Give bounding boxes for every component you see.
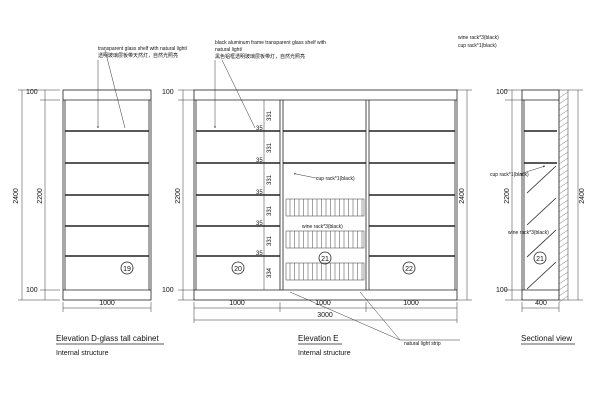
cabinet-d-outline [62, 89, 152, 301]
cup-rack-label-e: cup rack*1(black) [316, 176, 355, 182]
svg-text:21: 21 [321, 256, 329, 263]
svg-text:400: 400 [535, 300, 547, 307]
wine-rack-middle [285, 198, 365, 281]
alu-frame-label-en-1: black aluminum frame transparent glass s… [215, 40, 326, 46]
elevation-e: 35 35 35 35 35 331 331 331 331 331 334 1… [162, 40, 472, 357]
svg-text:100: 100 [496, 287, 508, 294]
svg-text:331: 331 [267, 235, 273, 246]
marker-20 [231, 261, 245, 275]
dim-1000-d: 1000 [99, 300, 115, 307]
wine-rack-label-e: wine rack*3(black) [302, 224, 343, 230]
light-strip-label: natural light strip [404, 341, 441, 347]
elevation-d: 100 100 2400 2200 1000 19 transparent gl… [13, 46, 188, 357]
alu-frame-label-en-2: natural light/ [215, 47, 243, 53]
svg-text:100: 100 [162, 287, 174, 294]
cup-rack-label-top: cup rack*1(black) [458, 43, 497, 49]
svg-text:1000: 1000 [315, 300, 331, 307]
svg-text:20: 20 [234, 266, 242, 273]
cup-rack-label-s: cup rack*1(black) [490, 172, 529, 178]
marker-21-section [533, 251, 547, 265]
svg-text:35: 35 [256, 158, 263, 164]
subtitle-elevation-d: Internal structure [56, 350, 109, 357]
dim-100-bottom: 100 [26, 287, 38, 294]
marker-19 [120, 261, 134, 275]
title-sectional-view: Sectional view [521, 334, 572, 343]
dim-3000: 3000 [317, 312, 333, 319]
marker-22 [402, 261, 416, 275]
glass-shelf-label-en: transparent glass shelf with natural lig… [98, 46, 188, 52]
section-outline [521, 89, 560, 301]
svg-text:35: 35 [256, 190, 263, 196]
svg-text:19: 19 [123, 266, 131, 273]
sectional-view: wine rack*3(black) cup rack*1(black) cup… [458, 35, 586, 345]
svg-text:35: 35 [256, 221, 263, 227]
wine-rack-label-top: wine rack*3(black) [458, 35, 499, 41]
title-elevation-e: Elevation E [298, 334, 338, 343]
marker-21 [318, 251, 332, 265]
svg-text:2200: 2200 [504, 188, 511, 204]
alu-frame-label-cn: 黑色铝框透明玻璃层板带灯，自然光照亮 [215, 53, 305, 60]
svg-text:331: 331 [267, 142, 273, 153]
svg-text:2200: 2200 [175, 188, 182, 204]
svg-text:1000: 1000 [229, 300, 245, 307]
cabinet-e-outline [193, 89, 458, 301]
dim-2400: 2400 [13, 188, 20, 204]
svg-text:331: 331 [267, 110, 273, 121]
wine-rack-label-s: wine rack*3(black) [508, 230, 549, 236]
svg-text:100: 100 [162, 89, 174, 96]
svg-text:22: 22 [405, 266, 413, 273]
svg-text:35: 35 [256, 251, 263, 257]
svg-text:2400: 2400 [459, 188, 466, 204]
svg-text:100: 100 [496, 89, 508, 96]
dim-2200: 2200 [37, 188, 44, 204]
title-elevation-d: Elevation D-glass tall cabinet [56, 334, 159, 343]
svg-text:2400: 2400 [579, 188, 586, 204]
svg-text:334: 334 [267, 267, 273, 278]
glass-shelf-label-cn: 透明玻璃层板带天然灯，自然光照亮 [98, 52, 178, 59]
svg-text:331: 331 [267, 205, 273, 216]
svg-text:35: 35 [256, 126, 263, 132]
svg-text:1000: 1000 [403, 300, 419, 307]
svg-text:21: 21 [536, 256, 544, 263]
dim-100-top: 100 [26, 89, 38, 96]
svg-text:331: 331 [267, 174, 273, 185]
subtitle-elevation-e: Internal structure [298, 350, 351, 357]
